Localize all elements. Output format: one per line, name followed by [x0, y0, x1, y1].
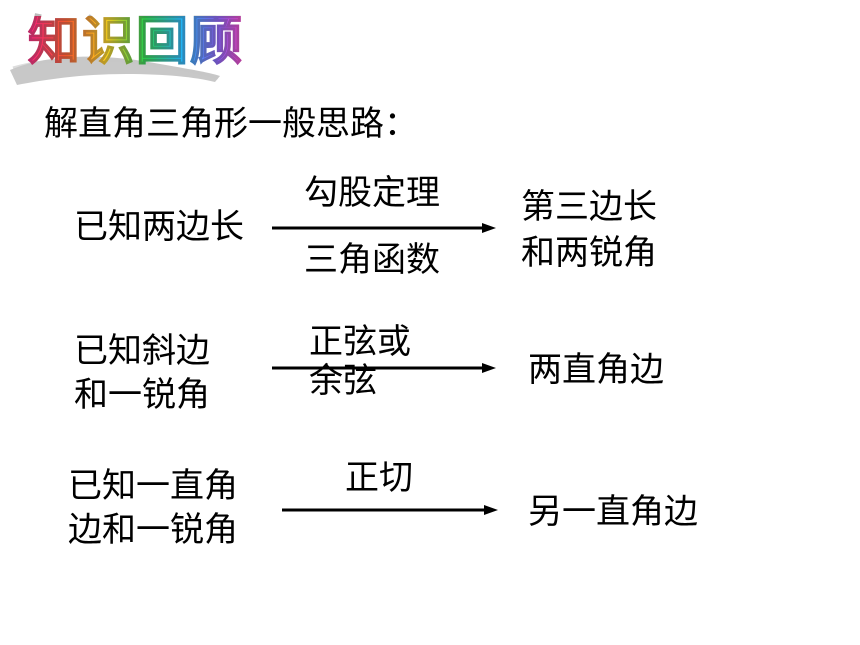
row2-right-text: 两直角边	[528, 350, 664, 390]
row2-left-text: 已知斜边 和一锐角	[74, 330, 210, 417]
row2-left-line-2: 和一锐角	[74, 374, 210, 415]
row2-left-line-1: 已知斜边	[74, 331, 210, 371]
row1-top-text: 勾股定理	[304, 173, 440, 213]
title-shadow-icon	[10, 56, 220, 85]
row1-left-text: 已知两边长	[74, 207, 244, 247]
title-text: 知识回顾	[27, 12, 245, 72]
heading: 解直角三角形一般思路：	[44, 104, 418, 144]
row3-left-line-1: 已知一直角	[68, 466, 238, 506]
row2-top-text: 正弦或 余弦	[309, 322, 411, 401]
row3-right-text: 另一直角边	[528, 492, 698, 532]
row3-arrow-icon	[282, 505, 498, 515]
row2-arrow-icon	[272, 363, 496, 373]
row1-right-line-1: 第三边长	[521, 187, 657, 227]
row2-top-line-1: 正弦或	[309, 322, 411, 362]
row1-right-line-2: 和两锐角	[521, 232, 657, 273]
row1-right-text: 第三边长 和两锐角	[521, 185, 657, 277]
row1-arrow-icon	[272, 223, 496, 233]
row1-bottom-text: 三角函数	[304, 240, 440, 280]
row3-top-text: 正切	[345, 458, 413, 498]
row3-left-text: 已知一直角 边和一锐角	[68, 465, 238, 552]
title-badge: 知识回顾	[10, 8, 243, 86]
row3-left-line-2: 边和一锐角	[68, 509, 238, 550]
